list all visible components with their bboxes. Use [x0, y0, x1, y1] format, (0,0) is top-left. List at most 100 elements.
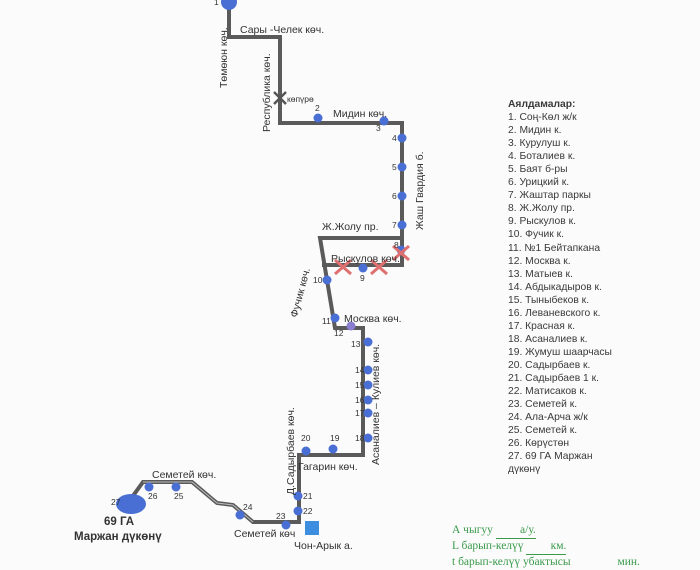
legend-item: 7. Жаштар паркы — [508, 190, 591, 202]
stop-number-13: 13 — [351, 339, 361, 349]
street-asanaliev-kuliev: Асаналиев – Кулиев көч. — [370, 344, 382, 465]
stop-24[interactable] — [235, 510, 245, 520]
stop-number-4: 4 — [392, 133, 397, 143]
legend-item: 6. Урицкий к. — [508, 177, 570, 189]
bridge-label: көпүрө — [287, 94, 314, 104]
stop-26[interactable] — [144, 482, 154, 492]
stop-number-12: 12 — [334, 328, 344, 338]
stop-21[interactable] — [293, 491, 303, 501]
stop-number-20: 20 — [301, 433, 311, 443]
legend-item: 26. Көрүстөн — [508, 438, 570, 450]
note-a-unit: а/у. — [495, 523, 536, 539]
legend-item: 14. Абдыкадыров к. — [508, 281, 602, 293]
legend-item: 27. 69 ГА Маржан — [508, 451, 593, 463]
stop-number-1: 1 — [214, 0, 219, 7]
stop-13[interactable] — [363, 337, 373, 347]
stop-3[interactable] — [379, 116, 389, 126]
stop-2[interactable] — [313, 113, 323, 123]
stop-number-24: 24 — [243, 502, 253, 512]
stop-number-11: 11 — [322, 316, 331, 326]
street-jash-gvardia: Жаш Гвардия б. — [414, 151, 426, 230]
legend-title: Аялдамалар: — [508, 99, 576, 110]
stop-16[interactable] — [363, 395, 373, 405]
street-sary-chelek: Сары -Челек көч. — [240, 24, 324, 36]
legend-item: 4. Боталиев к. — [508, 151, 576, 163]
stop-number-8: 8 — [394, 240, 399, 250]
stop-4[interactable] — [397, 133, 407, 143]
stop-number-15: 15 — [355, 380, 365, 390]
legend-item: 22. Матисаков к. — [508, 386, 587, 398]
legend-item: 20. Садырбаев к. — [508, 359, 591, 371]
stop-number-14: 14 — [355, 365, 365, 375]
street-gagarin: Гагарин көч. — [298, 461, 358, 473]
street-zh-zholu: Ж.Жолу пр. — [322, 221, 379, 233]
legend-item: 23. Семетей к. — [508, 399, 578, 411]
stop-number-16: 16 — [355, 395, 365, 405]
street-tomoyun: Төмөюн көч. — [218, 27, 230, 88]
street-ryskulov: Рыскулов көч. — [331, 253, 400, 265]
terminal-name-line1: 69 ГА — [104, 516, 134, 528]
stop-number-18: 18 — [355, 433, 365, 443]
note-l-label: L барып-келүү — [452, 540, 524, 552]
street-fuchik: Фучик көч. — [288, 266, 313, 318]
legend-item: 12. Москва к. — [508, 255, 571, 267]
street-moskva: Москва көч. — [344, 313, 402, 325]
stop-22[interactable] — [293, 506, 303, 516]
stop-number-3: 3 — [376, 123, 381, 133]
stop-9[interactable] — [358, 263, 368, 273]
stop-5[interactable] — [397, 162, 407, 172]
legend-item: 15. Тыныбеков к. — [508, 294, 590, 306]
note-a: А чыгуу а/у. — [452, 523, 640, 539]
note-t-label: t барып-келүү убактысы — [452, 556, 571, 568]
bridge-icon — [273, 91, 287, 105]
closed-road-x-icon — [334, 258, 352, 276]
legend-item: 18. Асаналиев к. — [508, 333, 588, 345]
stop-number-10: 10 — [313, 275, 323, 285]
stop-14[interactable] — [363, 365, 373, 375]
stop-12[interactable] — [346, 321, 356, 331]
stop-number-26: 26 — [148, 491, 158, 501]
legend-item: дүкөнү — [508, 464, 541, 476]
stop-18[interactable] — [363, 433, 373, 443]
stop-number-2: 2 — [315, 103, 320, 113]
stop-number-6: 6 — [392, 191, 397, 201]
legend-item: 17. Красная к. — [508, 320, 575, 332]
legend-item: 25. Семетей к. — [508, 425, 578, 437]
legend-item: 3. Курулуш к. — [508, 138, 571, 150]
note-l-unit: км. — [526, 539, 567, 555]
legend-item: 16. Леваневского к. — [508, 307, 601, 319]
stop-20[interactable] — [301, 446, 311, 456]
legend-item: 13. Матыев к. — [508, 268, 573, 280]
stop-number-25: 25 — [174, 491, 184, 501]
note-l: L барып-келүү км. — [452, 539, 640, 555]
stop-19[interactable] — [328, 444, 338, 454]
stop-25[interactable] — [171, 482, 181, 492]
stop-7[interactable] — [397, 220, 407, 230]
stop-17[interactable] — [363, 408, 373, 418]
legend-item: 21. Садырбаев 1 к. — [508, 372, 599, 384]
stop-6[interactable] — [397, 191, 407, 201]
legend-item: 9. Рыскулов к. — [508, 216, 576, 228]
stop-10[interactable] — [322, 275, 332, 285]
chon-aryk-label: Чон-Арык а. — [294, 540, 353, 552]
legend-item: 10. Фучик к. — [508, 229, 564, 241]
stop-23[interactable] — [281, 520, 291, 530]
stop-15[interactable] — [363, 380, 373, 390]
stop-number-9: 9 — [360, 273, 365, 283]
legend-item: 1. Соң-Көл ж/к — [508, 112, 577, 124]
stop-number-27: 27 — [111, 497, 121, 507]
stop-number-5: 5 — [392, 162, 397, 172]
closed-road-x-icon — [392, 244, 410, 262]
stop-27-terminal[interactable] — [116, 494, 146, 514]
legend-item: 2. Мидин к. — [508, 125, 562, 137]
legend-item: 8. Ж.Жолу пр. — [508, 203, 575, 215]
stop-number-23: 23 — [276, 511, 286, 521]
stop-11[interactable] — [330, 313, 340, 323]
stop-number-7: 7 — [392, 220, 397, 230]
stop-1-terminal[interactable] — [221, 0, 237, 10]
stop-number-17: 17 — [355, 408, 365, 418]
note-a-label: А чыгуу — [452, 524, 493, 536]
stop-number-22: 22 — [303, 506, 313, 516]
